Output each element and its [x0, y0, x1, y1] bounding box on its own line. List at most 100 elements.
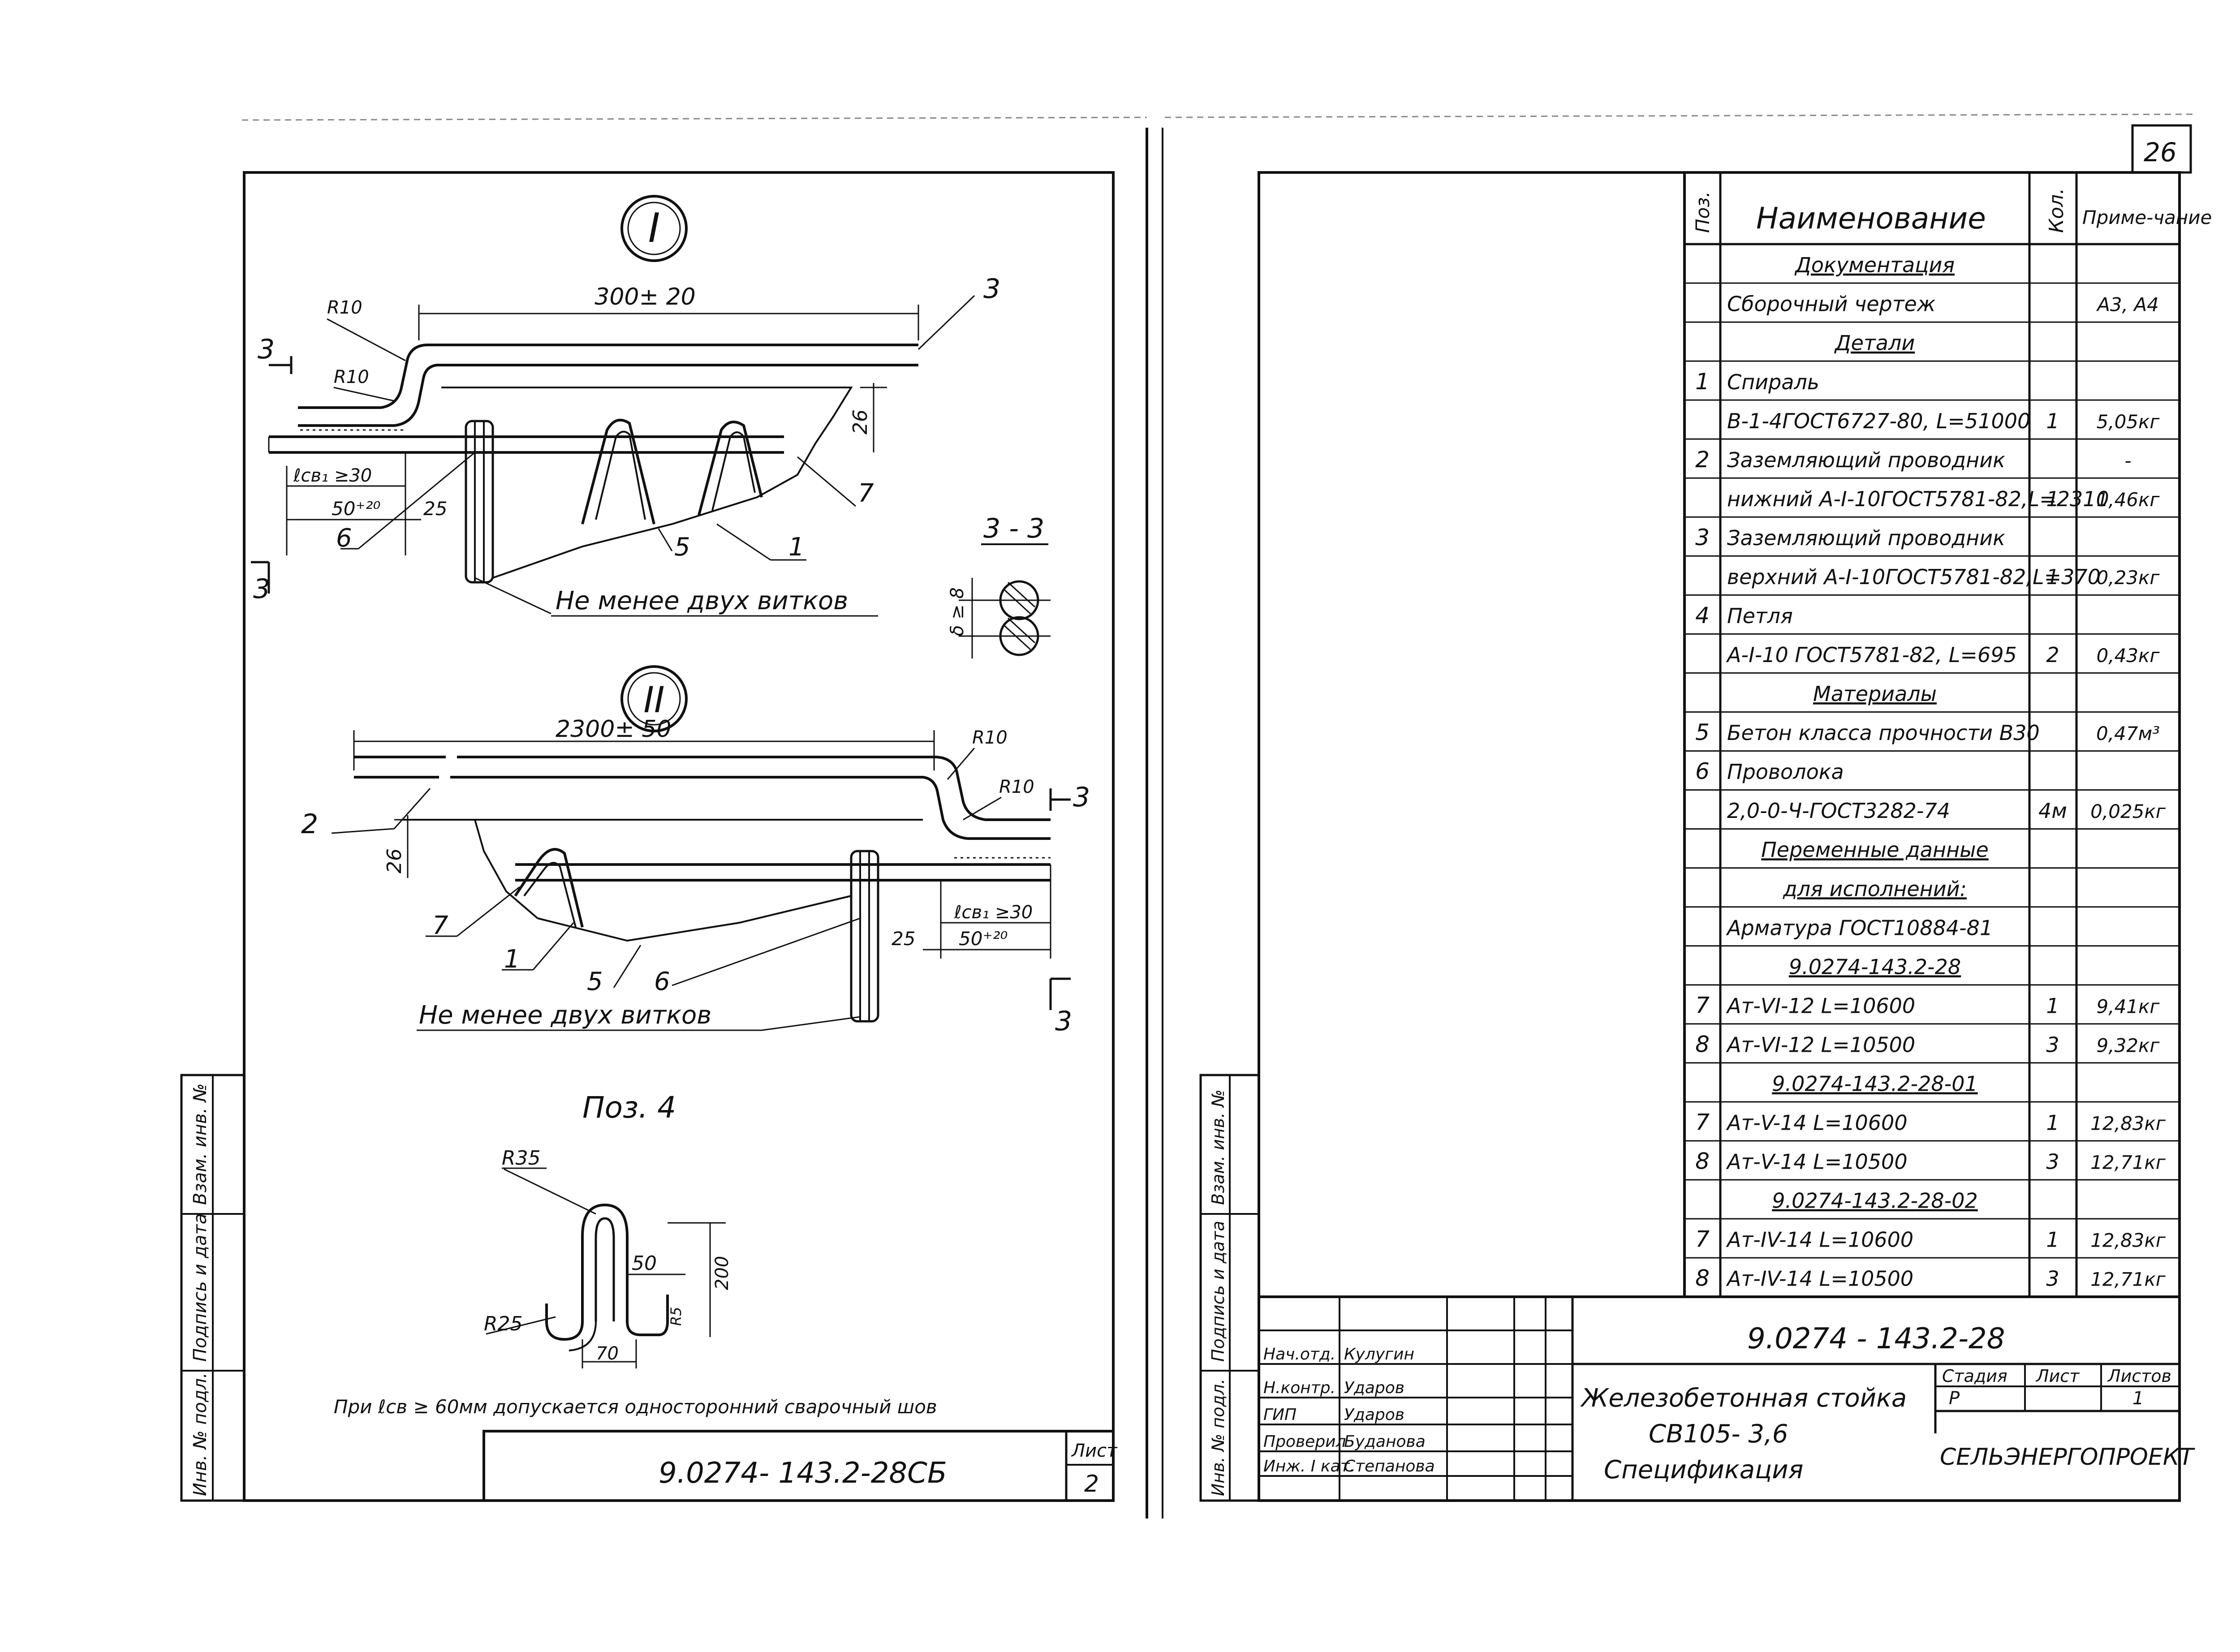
- node-I: I 300± 20 3 R10 R10: [251, 195, 1000, 617]
- pos4-title: Поз. 4: [582, 1090, 676, 1125]
- node-I-r10-a: R10: [327, 297, 362, 318]
- spec-cell-qty: 1: [2046, 1228, 2059, 1252]
- spec-cell-name: Бетон класса прочности В30: [1727, 721, 2040, 745]
- title-block-sheet-label: Лист: [2035, 1366, 2080, 1386]
- node-I-r10-b: R10: [334, 367, 369, 387]
- spec-cell-pos: 8: [1695, 1031, 1710, 1057]
- signer-name: Ударов: [1344, 1406, 1404, 1424]
- spec-cell-name: Сборочный чертеж: [1727, 292, 1936, 316]
- spec-cell-name: Заземляющий проводник: [1727, 448, 2005, 472]
- node-II-circle: [620, 665, 688, 732]
- pos4-r25: R25: [484, 1312, 523, 1335]
- spec-cell-qty: 3: [2046, 1267, 2059, 1291]
- spec-header-qty: Кол.: [2045, 188, 2068, 233]
- spec-cell-name: 9.0274-143.2-28-02: [1772, 1189, 1978, 1213]
- node-I-pos-3: 3: [983, 273, 1000, 305]
- spec-header-note: Приме-чание: [2082, 206, 2212, 228]
- spec-cell-name: 2,0-0-Ч-ГОСТ3282-74: [1727, 799, 1950, 823]
- spec-cell-name: Ат-IV-14 L=10600: [1726, 1228, 1913, 1252]
- node-I-section-mark-b: 3: [253, 573, 270, 605]
- section-3-3-title: 3 - 3: [983, 513, 1044, 544]
- node-II-note: Не менее двух витков: [419, 1001, 711, 1030]
- specification-table: Поз. Наименование Кол. Приме-чание Докум…: [1683, 171, 2212, 1298]
- left-stamp-sheet-number: 2: [1084, 1471, 1099, 1497]
- title-block-org: СЕЛЬЭНЕРГОПРОЕКТ: [1940, 1444, 2196, 1471]
- node-I-note: Не менее двух витков: [556, 586, 848, 615]
- signer-role: Инж. I кат.: [1263, 1457, 1355, 1476]
- signer-role: Н.контр.: [1263, 1379, 1335, 1397]
- spec-cell-note: -: [2124, 450, 2131, 472]
- spec-cell-note: 0,43кг: [2097, 645, 2160, 667]
- right-strip-label-2: Подпись и дата: [1208, 1221, 1228, 1362]
- node-II-dim-weld: ℓсв₁ ≥30: [954, 902, 1033, 923]
- node-I-dim-length: 300± 20: [594, 284, 696, 310]
- spec-cell-name: Ат-V-14 L=10600: [1726, 1110, 1908, 1135]
- title-block-sheets-label: Листов: [2107, 1366, 2171, 1386]
- node-I-dim-50: 50⁺²⁰: [332, 498, 380, 520]
- left-strip-label-1: Взам. инв. №: [190, 1083, 211, 1205]
- signer-role: Нач.отд.: [1263, 1345, 1335, 1364]
- spec-cell-name: верхний А-I-10ГОСТ5781-82,L=370: [1727, 565, 2101, 589]
- left-strip-label-2: Подпись и дата: [190, 1213, 211, 1362]
- spec-cell-name: Спираль: [1727, 370, 1819, 394]
- node-II-dim-50: 50⁺²⁰: [959, 928, 1008, 950]
- spec-cell-note: 12,71кг: [2090, 1269, 2166, 1291]
- spec-cell-note: 5,05кг: [2097, 411, 2160, 433]
- title-block-stage-value: Р: [1949, 1388, 1960, 1409]
- spec-cell-note: 9,41кг: [2097, 995, 2160, 1017]
- node-I-circle: [620, 195, 688, 262]
- node-I-pos-6: 6: [336, 524, 352, 553]
- signer-name: Степанова: [1344, 1457, 1435, 1476]
- section-3-3: 3 - 3 δ ≥ 8: [947, 513, 1051, 658]
- spec-cell-qty: 2: [2046, 643, 2059, 667]
- node-II-section-mark-b: 3: [1055, 1006, 1072, 1037]
- spec-cell-name: Ат-VI-12 L=10600: [1726, 994, 1915, 1018]
- left-side-strip: Взам. инв. № Подпись и дата Инв. № подл.: [180, 1074, 246, 1502]
- signer-name: Буданова: [1344, 1433, 1426, 1451]
- left-strip-label-3: Инв. № подл.: [190, 1372, 211, 1496]
- spec-cell-note: 1,46кг: [2097, 489, 2160, 511]
- left-stamp: 9.0274- 143.2-28СБ Лист 2: [482, 1430, 1118, 1502]
- spec-cell-pos: 2: [1695, 447, 1710, 473]
- left-stamp-code: 9.0274- 143.2-28СБ: [659, 1457, 947, 1490]
- left-sheet-frame: [243, 171, 1115, 1502]
- pos4-dim-r: R5: [668, 1307, 685, 1326]
- spec-cell-name: 9.0274-143.2-28-01: [1772, 1071, 1978, 1096]
- node-I-dim-26: 26: [849, 409, 872, 435]
- page-number: 26: [2144, 137, 2177, 168]
- node-I-pos-5: 5: [674, 533, 690, 562]
- spec-cell-pos: 7: [1695, 1226, 1710, 1252]
- spec-cell-qty: 1: [2046, 487, 2059, 511]
- spec-cell-note: 0,025кг: [2090, 800, 2166, 822]
- spec-cell-name: 9.0274-143.2-28: [1789, 955, 1961, 979]
- spec-cell-name: нижний А-I-10ГОСТ5781-82,L=2310: [1727, 487, 2109, 511]
- spec-cell-qty: 1: [2046, 409, 2059, 433]
- spec-cell-name: В-1-4ГОСТ6727-80, L=51000: [1727, 409, 2030, 433]
- node-II: II 2300± 50 2 R10 R10 26: [301, 665, 1090, 1037]
- spec-cell-qty: 1: [2046, 565, 2059, 589]
- node-II-pos-2: 2: [301, 809, 318, 840]
- spec-cell-pos: 1: [1695, 369, 1710, 395]
- spec-cell-note: А3, А4: [2096, 294, 2159, 316]
- right-side-strip: Взам. инв. № Подпись и дата Инв. № подл.: [1199, 1074, 1260, 1502]
- spec-cell-name: Заземляющий проводник: [1727, 526, 2005, 550]
- top-trim-line-left: [241, 116, 1147, 121]
- node-II-r10-a: R10: [972, 727, 1008, 748]
- spec-cell-note: 12,71кг: [2090, 1152, 2166, 1174]
- spec-cell-name: Ат-IV-14 L=10500: [1726, 1267, 1913, 1291]
- pos4-dim-70: 70: [596, 1343, 619, 1364]
- title-block-line-2: СВ105- 3,6: [1649, 1420, 1788, 1449]
- node-II-pos-1: 1: [504, 945, 520, 974]
- section-3-3-dim: δ ≥ 8: [947, 587, 968, 636]
- spec-cell-pos: 3: [1695, 525, 1710, 551]
- right-sheet: 26 Взам. инв. № Подпись и дата Инв. № по…: [1199, 124, 2212, 1502]
- right-strip-label-3: Инв. № подл.: [1208, 1379, 1228, 1496]
- signer-name: Ударов: [1344, 1379, 1404, 1397]
- node-I-pos-7: 7: [858, 479, 874, 508]
- signer-name: Кулугин: [1344, 1345, 1414, 1364]
- spec-cell-note: 0,47м³: [2096, 723, 2160, 744]
- spec-cell-qty: 3: [2046, 1032, 2059, 1057]
- spec-cell-name: Детали: [1834, 331, 1915, 355]
